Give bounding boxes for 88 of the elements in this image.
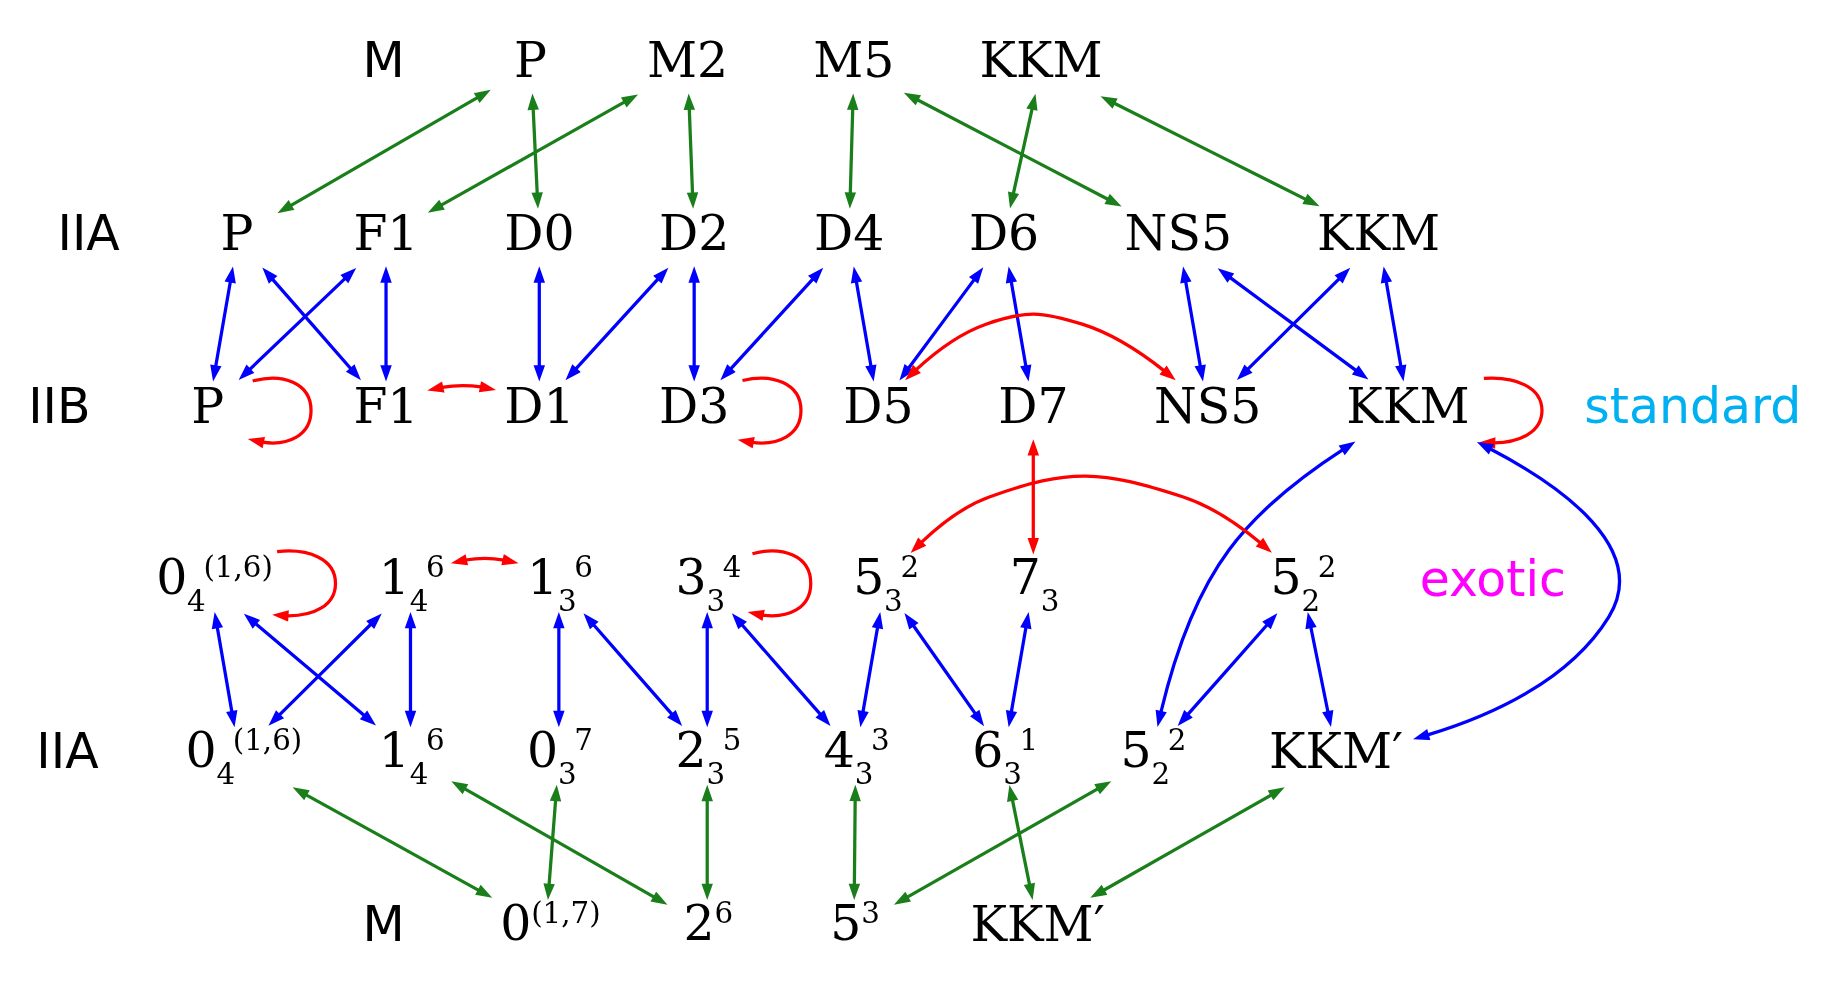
arrow <box>272 548 338 622</box>
node-text: D4 <box>814 204 885 262</box>
arrow <box>450 553 519 565</box>
node-text: P <box>220 204 254 262</box>
node-text: KKM <box>979 31 1103 89</box>
arrow <box>1005 265 1032 381</box>
label: M <box>362 895 405 953</box>
node-text: NS5 <box>1124 204 1233 262</box>
arrow <box>1177 612 1278 726</box>
arrow <box>1413 441 1622 740</box>
arrow <box>1007 784 1035 900</box>
arrow <box>277 89 491 213</box>
label: IIA <box>57 204 120 262</box>
arrow <box>1100 95 1320 206</box>
label: standard <box>1584 377 1802 435</box>
node-text: M5 <box>813 31 895 89</box>
arrow <box>1027 438 1039 554</box>
arrow <box>905 312 1176 380</box>
arrow <box>848 784 861 900</box>
node-text: 2$^{6}$ <box>683 894 734 952</box>
node-text: D2 <box>659 204 730 262</box>
node-text: KKM <box>1346 377 1470 435</box>
arrow <box>701 611 713 727</box>
arrow <box>1217 267 1369 380</box>
arrow <box>451 780 668 905</box>
arrow <box>268 612 382 726</box>
node-text: F1 <box>353 377 419 435</box>
label: IIA <box>36 722 99 780</box>
arrow <box>1236 267 1351 380</box>
arrow <box>910 473 1272 553</box>
label: exotic <box>1419 550 1566 608</box>
arrow <box>380 265 392 382</box>
node-text: D0 <box>504 204 575 262</box>
arrow <box>543 784 562 900</box>
arrow <box>1380 265 1407 381</box>
arrow <box>211 611 238 727</box>
arrow <box>850 265 877 381</box>
arrow <box>262 267 361 380</box>
node-text: 0$^{(1,7)}$ <box>500 894 601 952</box>
node-text: D1 <box>504 377 575 435</box>
arrow <box>404 611 417 727</box>
arrow <box>688 265 700 382</box>
arrow <box>427 380 496 393</box>
arrow <box>527 93 543 209</box>
arrow <box>583 612 683 726</box>
node-text: 5$^{3}$ <box>830 894 880 952</box>
arrow <box>427 93 639 213</box>
arrow <box>701 784 713 900</box>
arrow <box>553 611 565 727</box>
arrow <box>1180 265 1206 381</box>
arrow <box>238 267 357 380</box>
node-text: D6 <box>968 204 1040 262</box>
node-text: KKM <box>1316 204 1441 262</box>
arrow <box>904 612 985 726</box>
node-text: KKM′ <box>1268 722 1404 780</box>
label: M <box>362 31 405 89</box>
arrow <box>747 548 813 621</box>
arrow <box>731 612 831 726</box>
node-text: D3 <box>659 377 730 435</box>
arrow <box>1155 441 1356 727</box>
arrow <box>893 780 1112 905</box>
arrow <box>1090 786 1285 898</box>
node-text: P <box>514 31 547 89</box>
arrow <box>533 265 545 382</box>
arrow <box>737 376 803 448</box>
arrow <box>565 267 669 380</box>
arrow <box>903 92 1122 206</box>
arrow <box>899 266 984 381</box>
node-text: M2 <box>646 31 729 89</box>
arrow <box>292 786 493 898</box>
node-text: D7 <box>998 377 1069 435</box>
node-text: P <box>191 377 225 435</box>
arrow <box>1005 611 1032 727</box>
arrow <box>247 376 313 448</box>
node-text: F1 <box>353 204 419 262</box>
node-text: D5 <box>843 377 914 435</box>
arrow <box>1305 611 1334 727</box>
arrow <box>683 93 699 209</box>
arrow <box>210 265 236 381</box>
arrow <box>243 613 376 725</box>
arrow <box>720 267 824 380</box>
node-text: 7$_{3}$ <box>1009 548 1060 618</box>
node-text: NS5 <box>1153 377 1262 435</box>
label: IIB <box>28 377 91 435</box>
arrow <box>857 611 884 727</box>
node-text: KKM′ <box>970 895 1105 953</box>
arrow <box>1008 93 1038 209</box>
arrow <box>844 93 859 209</box>
